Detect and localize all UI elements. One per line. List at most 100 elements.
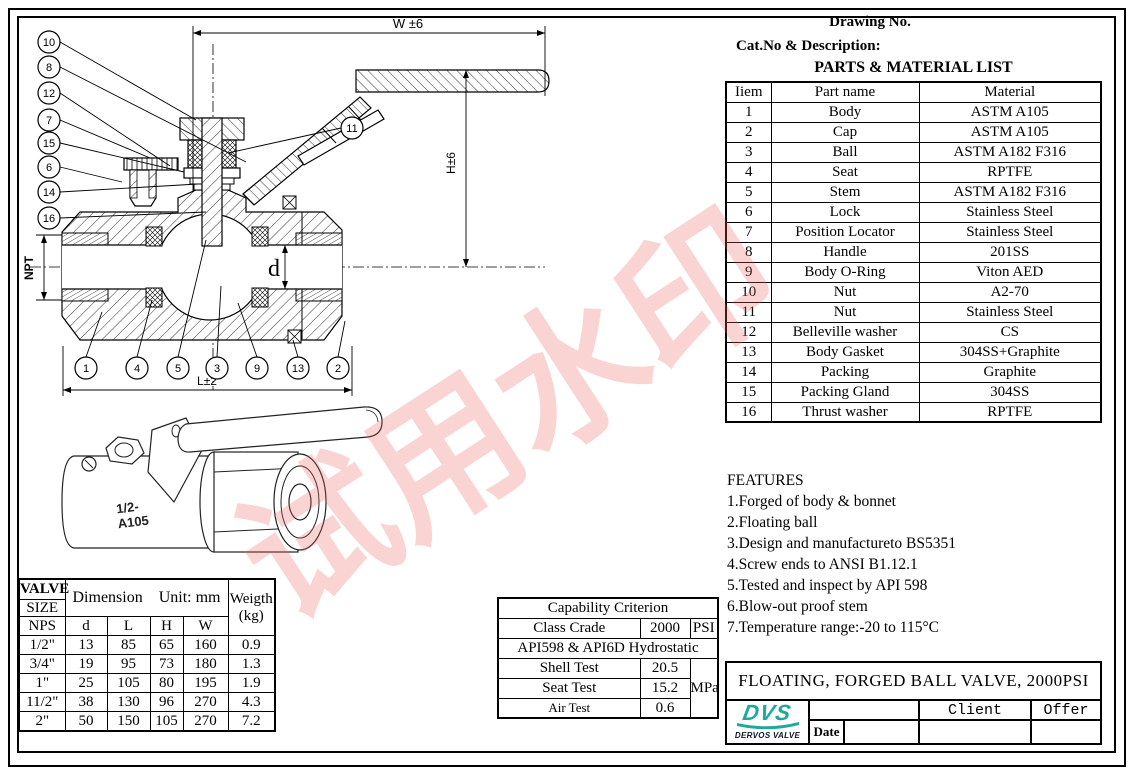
date-section: Date <box>810 701 920 743</box>
dimension-label: Dimension <box>72 589 143 607</box>
drawing-no-label: Drawing No. <box>829 14 911 30</box>
class-grade-value: 2000 <box>639 617 691 639</box>
svg-text:16: 16 <box>43 213 55 225</box>
feature-item: 6.Blow-out proof stem <box>727 598 868 615</box>
class-grade-label: Class Crade <box>497 617 641 639</box>
col-l: L <box>106 616 151 636</box>
parts-header-row: Iiem Part name Material <box>725 81 1102 103</box>
company-name: DERVOS VALVE <box>734 731 801 740</box>
stem <box>201 117 223 247</box>
svg-text:15: 15 <box>43 138 55 150</box>
balloon-11: 11 <box>340 116 364 140</box>
drawing-title: FLOATING, FORGED BALL VALVE, 2000PSI <box>727 663 1100 701</box>
balloon-10: 10 <box>37 30 61 54</box>
feature-item: 1.Forged of body & bonnet <box>727 493 896 510</box>
balloon-4: 4 <box>125 356 149 380</box>
corner-size: SIZE <box>18 598 66 617</box>
date-label: Date <box>810 721 845 743</box>
dim-npt-label: NPT <box>22 255 36 280</box>
callout-balloons-left: 10 8 12 7 15 6 14 16 <box>37 30 61 230</box>
svg-text:4: 4 <box>134 363 140 375</box>
photo-lever <box>177 406 383 453</box>
corner-valve: VALVE <box>18 578 70 600</box>
company-logo: DVS DERVOS VALVE <box>727 700 810 743</box>
balloon-12: 12 <box>37 81 61 105</box>
locator-hatch-left <box>129 169 138 199</box>
balloon-14: 14 <box>37 180 61 204</box>
offer-label: Offer <box>1032 701 1100 721</box>
balloon-1: 1 <box>74 356 98 380</box>
feature-item: 4.Screw ends to ANSI B1.12.1 <box>727 556 918 573</box>
balloon-7: 7 <box>37 108 61 132</box>
offer-section: Offer <box>1032 701 1100 743</box>
handle-tick-marks <box>321 106 362 144</box>
valve-photo: 1/2- A105 <box>61 406 383 553</box>
balloon-8: 8 <box>37 55 61 79</box>
svg-text:9: 9 <box>254 363 260 375</box>
col-item: Iiem <box>725 81 772 103</box>
balloon-13: 13 <box>286 356 310 380</box>
ball-bore-mask <box>156 246 264 288</box>
photo-marking-size: 1/2- <box>115 499 139 517</box>
title-block: FLOATING, FORGED BALL VALVE, 2000PSI DVS… <box>725 661 1102 745</box>
svg-text:8: 8 <box>46 62 52 74</box>
col-part-name: Part name <box>770 81 920 103</box>
pressure-unit: MPa <box>689 657 719 719</box>
unit-label: Unit: mm <box>158 589 221 607</box>
col-material: Material <box>918 81 1102 103</box>
feature-item: 5.Tested and inspect by API 598 <box>727 577 928 594</box>
left-port-thread-bottom <box>61 288 109 302</box>
photo-stem-top <box>114 442 134 458</box>
offer-value-cell <box>1032 721 1100 743</box>
cat-no-label: Cat.No & Description: <box>736 38 881 54</box>
svg-text:3: 3 <box>214 363 220 375</box>
svg-text:6: 6 <box>46 162 52 174</box>
features-title: FEATURES <box>727 472 804 489</box>
feature-item: 2.Floating ball <box>727 514 818 531</box>
shell-test-value: 20.5 <box>639 657 691 679</box>
capability-title: Capability Criterion <box>497 597 719 619</box>
seat-lower-left <box>145 287 163 308</box>
client-value-cell <box>920 721 1030 743</box>
svg-text:7: 7 <box>46 115 52 127</box>
client-section: Client <box>920 701 1032 743</box>
col-w: W <box>182 616 229 636</box>
right-port-thread-bottom <box>295 288 343 302</box>
bore-edges <box>62 244 342 290</box>
class-grade-unit: PSI <box>689 617 719 639</box>
dim-w-label: W ±6 <box>393 16 423 31</box>
feature-item: 3.Design and manufactureto BS5351 <box>727 535 957 552</box>
weight-unit: (kg) <box>238 607 264 624</box>
body-oring-box <box>282 195 297 210</box>
svg-text:5: 5 <box>175 363 181 375</box>
balloon-3: 3 <box>205 356 229 380</box>
weight-label: Weigth <box>229 591 273 607</box>
svg-text:14: 14 <box>43 187 55 199</box>
dimension-unit-header: Dimension Unit: mm <box>64 578 229 617</box>
photo-screw-slot <box>84 459 94 469</box>
balloon-9: 9 <box>245 356 269 380</box>
col-d: d <box>64 616 108 636</box>
photo-lever-edge <box>365 409 379 423</box>
seat-upper-right <box>251 226 269 247</box>
photo-marking-material: A105 <box>117 513 150 532</box>
feature-item: 7.Temperature range:-20 to 115°C <box>727 619 939 636</box>
callout-balloons-bottom: 1 4 5 3 9 13 2 <box>74 356 350 380</box>
page-inner-border <box>17 16 1116 753</box>
date-value-cell <box>845 721 918 743</box>
air-test-value: 0.6 <box>639 697 691 719</box>
